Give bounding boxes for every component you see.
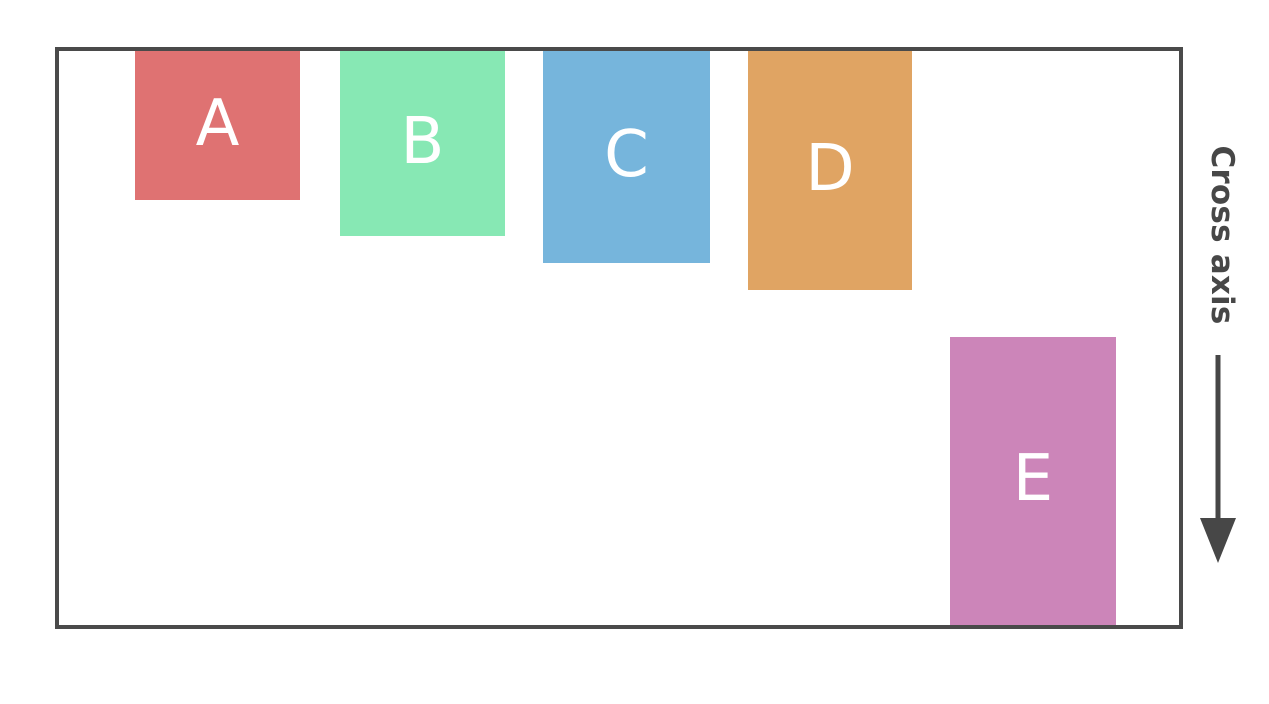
flex-item-b: B: [340, 51, 505, 236]
flex-container: A B C D E: [55, 47, 1183, 629]
flex-item-label: B: [400, 104, 445, 179]
flex-item-c: C: [543, 51, 710, 263]
cross-axis-label: Cross axis: [1204, 145, 1240, 325]
flex-item-label: A: [195, 86, 240, 161]
flex-item-label: E: [1012, 442, 1054, 516]
cross-axis-annotation: Cross axis: [1192, 130, 1252, 580]
flex-item-a: A: [135, 51, 300, 200]
flex-item-e: E: [950, 337, 1116, 625]
flex-item-label: C: [604, 118, 649, 192]
flex-item-label: D: [805, 131, 855, 206]
flex-item-d: D: [748, 51, 912, 290]
cross-axis-arrow-icon: [1200, 355, 1236, 563]
